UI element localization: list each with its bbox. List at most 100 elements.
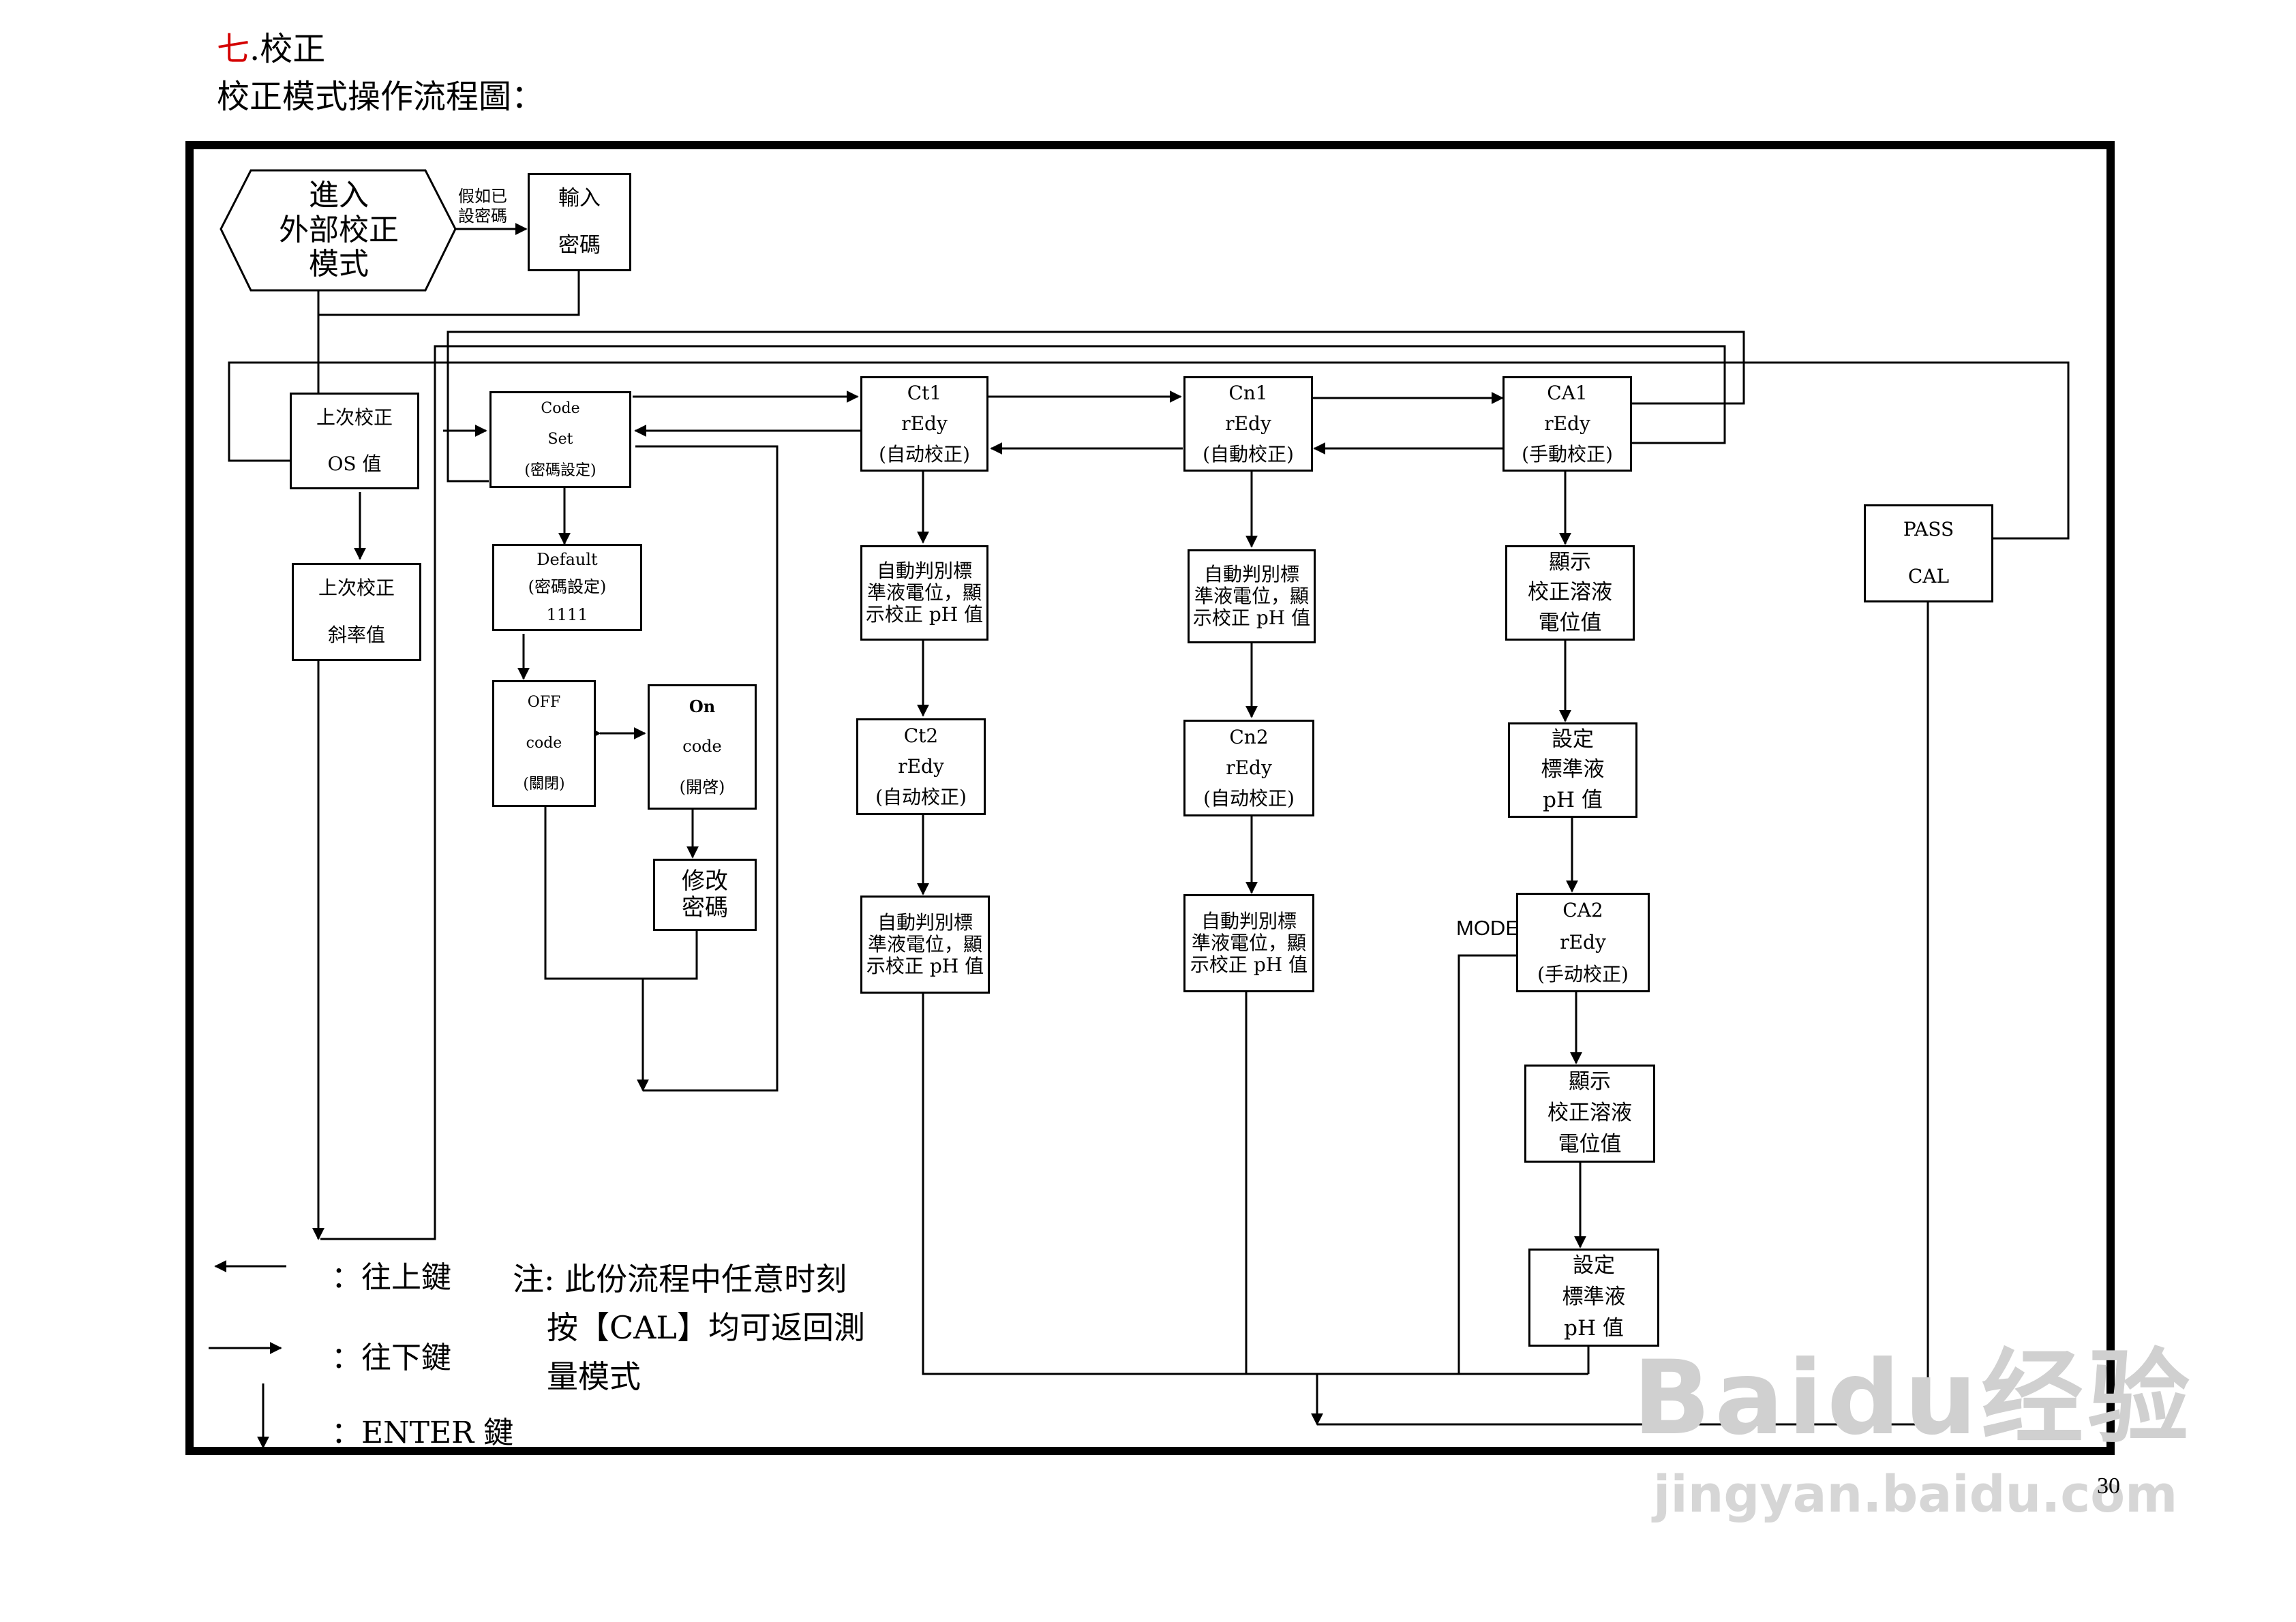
note-line-1: 注: 此份流程中任意时刻 [513, 1261, 847, 1298]
cn1-box: Cn1 rEdy (自動校正) [1183, 376, 1313, 472]
legend-enter-label: ：ENTER 鍵 [331, 1416, 514, 1450]
ca1-line-3: (手動校正) [1522, 442, 1613, 465]
ca2-box: CA2 rEdy (手动校正) [1516, 893, 1650, 992]
off-down-line [544, 806, 698, 980]
ct2-box: Ct2 rEdy (自动校正) [856, 718, 986, 815]
ct1-line-1: Ct1 [907, 382, 942, 405]
default-line-1: Default [537, 549, 598, 569]
note-line-3: 量模式 [547, 1358, 641, 1395]
off-code-line-3: (關閉) [523, 776, 565, 793]
page-number: 30 [2097, 1473, 2120, 1499]
ca2-show-line-3: 電位值 [1558, 1132, 1622, 1157]
pass-cal-line-1: PASS [1903, 518, 1954, 541]
cn2-detect-line-1: 自動判別標 [1200, 909, 1297, 932]
cn1-detect-line-1: 自動判別標 [1203, 562, 1299, 585]
ca1-set-line-2: 標準液 [1541, 757, 1605, 782]
ct1-detect-line-3: 示校正 pH 值 [865, 603, 984, 626]
cn2-detect-line-3: 示校正 pH 值 [1190, 953, 1308, 977]
loop-top-inner [320, 345, 1726, 1240]
code-set-line-3: (密碼設定) [524, 461, 596, 479]
section-heading: 七.校正 [217, 33, 325, 65]
last-slope-value-box: 上次校正 斜率值 [292, 563, 421, 661]
cn1-line-1: Cn1 [1228, 382, 1268, 405]
ca2-line-1: CA2 [1562, 899, 1603, 922]
ca2-show-line-1: 顯示 [1569, 1069, 1611, 1095]
code-set-line-1: Code [541, 400, 580, 418]
ct2-detect-box: 自動判別標 準液電位，顯 示校正 pH 值 [860, 896, 990, 994]
pass-cal-line-2: CAL [1907, 565, 1950, 588]
ca1-set-line-1: 設定 [1552, 726, 1594, 752]
pass-return-line [1317, 602, 1929, 1426]
ca2-set-line-1: 設定 [1573, 1253, 1615, 1279]
password-hint-line-1: 假如已 [458, 187, 507, 206]
legend-up-label: ：往上鍵 [331, 1260, 451, 1295]
ct1-detect-line-2: 準液電位，顯 [866, 581, 982, 604]
ct2detect-down-line [922, 994, 1588, 1375]
ca2-set-line-3: pH 值 [1564, 1316, 1624, 1341]
cn1-detect-line-3: 示校正 pH 值 [1192, 607, 1311, 630]
diagram-frame [185, 141, 2115, 1455]
ct1-detect-line-1: 自動判別標 [876, 559, 972, 582]
ca1-show-box: 顯示 校正溶液 電位值 [1505, 545, 1635, 641]
ca1-line-1: CA1 [1547, 382, 1588, 405]
ct2-detect-line-1: 自動判別標 [877, 911, 973, 934]
off-code-line-2: code [526, 735, 562, 752]
off-code-line-1: OFF [527, 694, 561, 711]
ca1-box: CA1 rEdy (手動校正) [1502, 376, 1632, 472]
ca1-show-line-3: 電位值 [1538, 610, 1602, 635]
default-line-3: 1111 [546, 605, 588, 624]
cn2-line-2: rEdy [1226, 756, 1272, 779]
legend-down-label: ：往下鍵 [331, 1341, 451, 1375]
ca2-line-2: rEdy [1560, 930, 1606, 953]
modify-password-line-2: 密碼 [682, 894, 728, 921]
ct1-line-2: rEdy [901, 412, 948, 435]
cn2-line-1: Cn2 [1229, 725, 1269, 748]
section-number: 七 [217, 30, 250, 68]
ct2-line-2: rEdy [898, 754, 944, 778]
last-os-value-box: 上次校正 OS 值 [290, 393, 419, 489]
on-code-box: On code (開啓) [648, 684, 757, 810]
cn2-line-3: (自动校正) [1203, 787, 1295, 810]
last-slope-line-2: 斜率值 [327, 624, 385, 647]
ct2-line-3: (自动校正) [875, 786, 967, 809]
on-code-line-1: On [689, 696, 716, 716]
input-return-line [318, 271, 580, 316]
cn1-detect-line-2: 準液電位，顯 [1194, 584, 1309, 607]
code-set-box: Code Set (密碼設定) [489, 391, 631, 488]
last-os-line-1: 上次校正 [316, 406, 393, 429]
default-box: Default (密碼設定) 1111 [492, 544, 642, 631]
off-code-box: OFF code (關閉) [492, 680, 596, 807]
ca1-set-box: 設定 標準液 pH 值 [1508, 722, 1637, 818]
pass-cal-box: PASS CAL [1864, 504, 1993, 602]
diagram-subtitle: 校正模式操作流程圖： [217, 78, 545, 116]
loop-left-line [228, 361, 2070, 540]
mode-label: MODE [1456, 916, 1520, 940]
ca2-set-box: 設定 標準液 pH 值 [1528, 1249, 1659, 1347]
cn2-detect-box: 自動判別標 準液電位，顯 示校正 pH 值 [1183, 894, 1314, 992]
ca2-set-line-2: 標準液 [1562, 1285, 1626, 1310]
ca2-show-box: 顯示 校正溶液 電位值 [1524, 1065, 1655, 1163]
ca1-show-line-2: 校正溶液 [1528, 580, 1612, 605]
ct2-line-1: Ct2 [903, 724, 939, 747]
enter-mode-label: 進入 外部校正 模式 [267, 179, 410, 281]
ct1-line-3: (自动校正) [879, 442, 970, 465]
ca1-line-2: rEdy [1544, 412, 1590, 435]
ct2-detect-line-3: 示校正 pH 值 [866, 955, 984, 978]
ct2-detect-line-2: 準液電位，顯 [867, 932, 982, 955]
modify-password-box: 修改 密碼 [653, 859, 757, 931]
enter-line-1: 進入 [309, 179, 369, 213]
mode-line [1457, 954, 1516, 1374]
input-password-line-1: 輸入 [558, 185, 601, 211]
ca2-show-line-2: 校正溶液 [1547, 1101, 1632, 1126]
ca1-set-line-3: pH 值 [1543, 787, 1603, 812]
note-text: 注: 此份流程中任意时刻 按【CAL】均可返回測 量模式 [513, 1255, 865, 1401]
section-title: .校正 [250, 30, 326, 68]
ct1-box: Ct1 rEdy (自动校正) [860, 376, 988, 472]
enter-line-2: 外部校正 [279, 212, 399, 247]
note-line-2: 按【CAL】均可返回測 [547, 1309, 865, 1347]
ca1-show-line-1: 顯示 [1549, 549, 1591, 575]
default-line-2: (密碼設定) [528, 577, 607, 597]
cn2-detect-line-2: 準液電位，顯 [1191, 931, 1306, 954]
